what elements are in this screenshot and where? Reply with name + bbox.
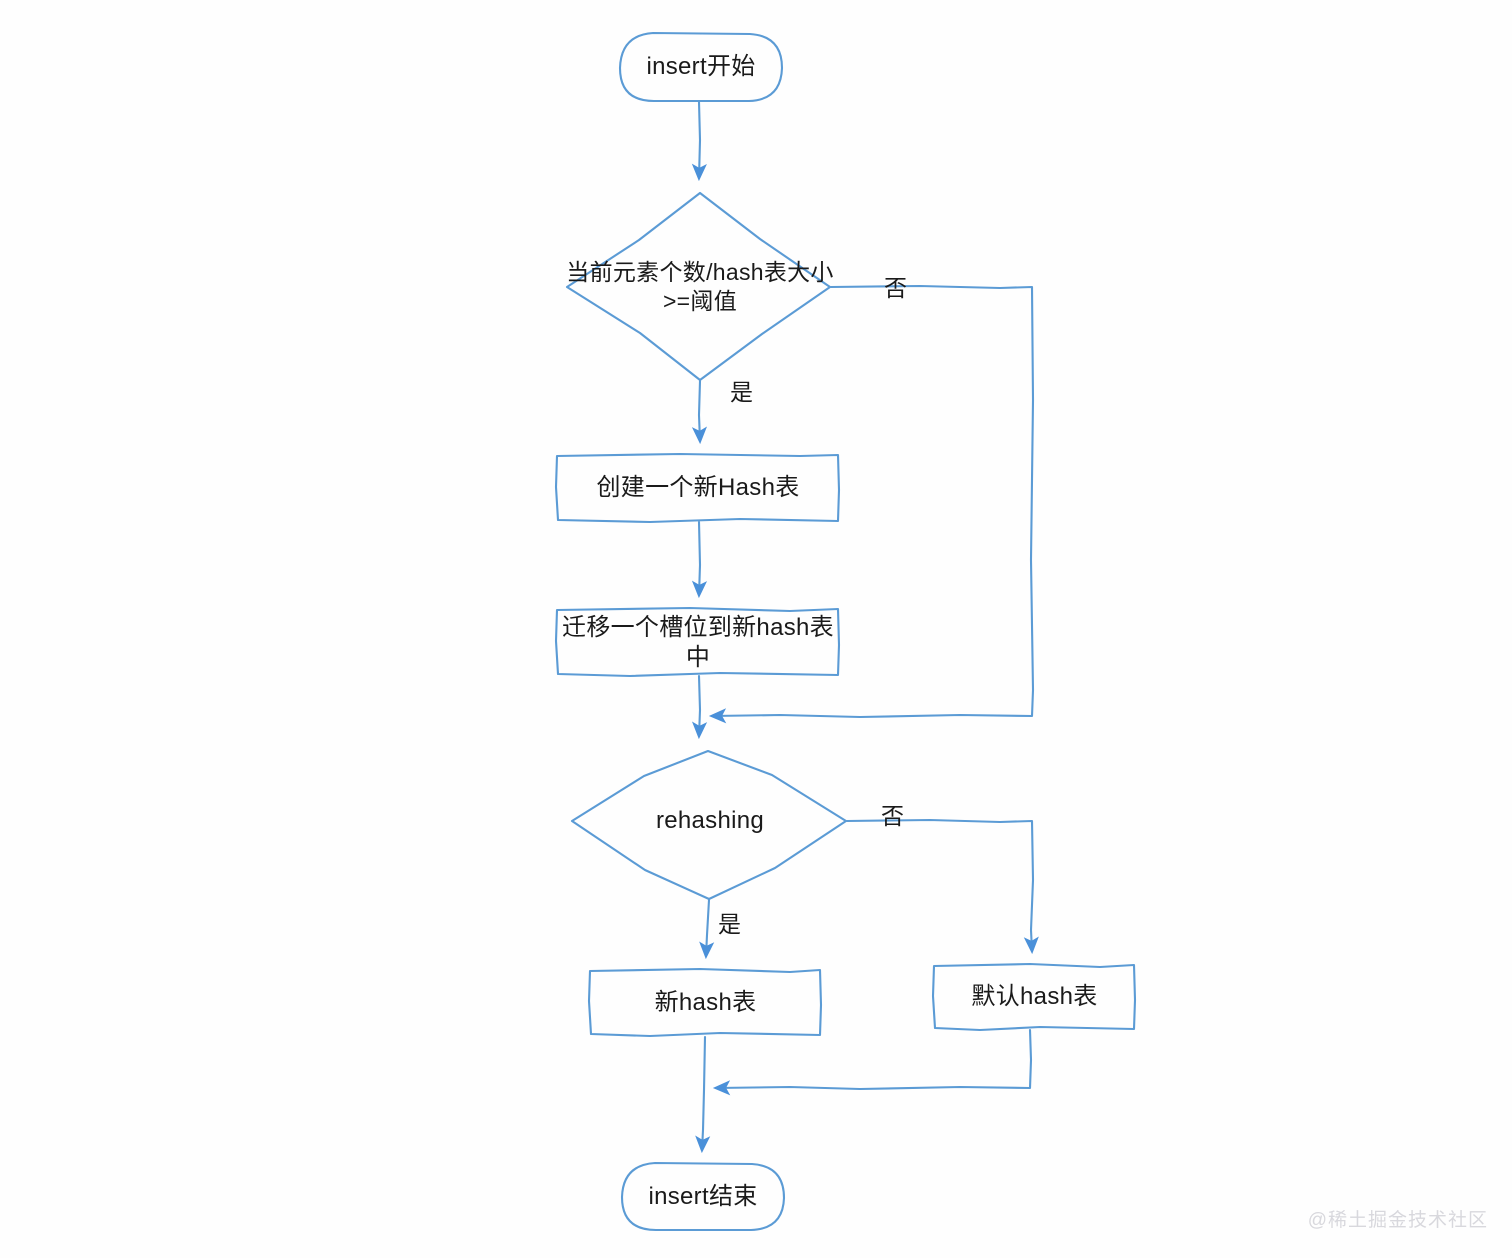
edge-deftable-to-end [712, 1028, 1033, 1096]
edge-cond2-to-deftable [845, 818, 1039, 955]
edge-cond2-to-newtable [699, 898, 715, 960]
edge-label-cond2-no: 否 [881, 803, 904, 829]
edge-label-cond1-no: 否 [884, 275, 907, 301]
node-cond2-shape [570, 749, 848, 901]
edge-newtable-to-end [695, 1035, 711, 1154]
node-start-shape [618, 31, 784, 103]
node-cond1-shape [565, 191, 832, 382]
edge-migrate-to-cond2 [691, 674, 708, 740]
node-newtable-shape [587, 967, 823, 1038]
edge-label-cond2-yes: 是 [718, 911, 741, 937]
node-migrate-shape [554, 606, 841, 678]
watermark: @稀土掘金技术社区 [1307, 1210, 1488, 1231]
edge-create-to-migrate [691, 520, 708, 599]
edge-start-to-cond1 [691, 100, 707, 182]
edge-cond1-to-cond2 [708, 284, 1035, 724]
edge-cond1-to-create [691, 379, 708, 445]
node-create-shape [554, 452, 841, 524]
edge-label-cond1-yes: 是 [730, 379, 753, 405]
node-deftable-shape [931, 962, 1137, 1032]
node-end-shape [620, 1161, 786, 1232]
